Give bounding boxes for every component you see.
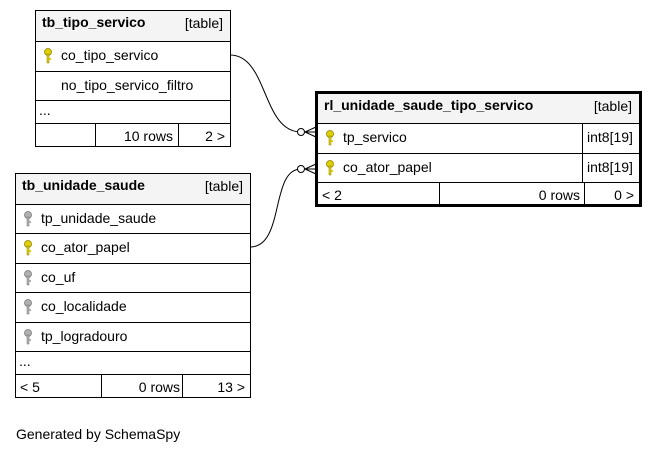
column-name: co_uf	[41, 269, 76, 285]
column-row[interactable]: tp_servico int8[19]	[318, 123, 639, 153]
primary-key-icon	[24, 240, 32, 256]
table-header: rl_unidade_saude_tipo_servico [table]	[318, 94, 639, 123]
edge-unidade-saude-crowfoot	[304, 163, 317, 175]
column-name: tp_logradouro	[41, 328, 128, 344]
table-footer: < 2 0 rows 0 >	[318, 182, 639, 204]
column-row[interactable]: co_localidade	[16, 292, 250, 322]
foreign-key-icon	[24, 270, 32, 286]
column-row[interactable]: tp_logradouro	[16, 322, 250, 351]
table-name: tb_tipo_servico	[42, 14, 146, 30]
row-count: 0 rows	[138, 379, 180, 395]
children-count[interactable]: 0 >	[614, 187, 634, 203]
column-name: tp_unidade_saude	[41, 210, 157, 226]
ellipsis-row: ...	[36, 100, 230, 123]
column-name: tp_servico	[343, 129, 407, 145]
edge-unidade-saude-circle	[297, 165, 305, 173]
edge-tipo-servico-circle	[297, 128, 305, 136]
parents-count[interactable]: < 2	[322, 187, 342, 203]
column-name: co_tipo_servico	[61, 47, 159, 63]
column-row[interactable]: co_tipo_servico	[36, 41, 230, 71]
table-tb-unidade-saude[interactable]: tb_unidade_saude [table] tp_unidade_saud…	[15, 173, 251, 398]
column-row[interactable]: co_uf	[16, 263, 250, 292]
primary-key-icon	[326, 130, 334, 146]
column-name: co_ator_papel	[343, 159, 432, 175]
ellipsis: ...	[19, 353, 31, 369]
column-row[interactable]: co_ator_papel int8[19]	[318, 153, 639, 182]
children-count[interactable]: 2 >	[205, 128, 225, 144]
table-type: [table]	[204, 178, 243, 194]
primary-key-icon	[326, 160, 334, 176]
ellipsis-row: ...	[16, 351, 250, 374]
table-footer: 10 rows 2 >	[36, 123, 230, 146]
row-count: 0 rows	[538, 187, 580, 203]
column-row[interactable]: tp_unidade_saude	[16, 204, 250, 233]
foreign-key-icon	[24, 329, 32, 345]
ellipsis: ...	[39, 102, 51, 118]
table-type: [table]	[184, 15, 223, 31]
edge-tipo-servico-crowfoot	[304, 126, 317, 138]
row-count: 10 rows	[123, 128, 173, 144]
table-tb-tipo-servico[interactable]: tb_tipo_servico [table] co_tipo_servico …	[35, 10, 231, 147]
foreign-key-icon	[24, 299, 32, 315]
edge-tipo-servico	[229, 54, 302, 133]
column-datatype: int8[19]	[582, 154, 639, 182]
table-name: tb_unidade_saude	[22, 177, 145, 193]
table-header: tb_unidade_saude [table]	[16, 174, 250, 204]
column-name: no_tipo_servico_filtro	[61, 77, 194, 93]
generator-credit: Generated by SchemaSpy	[16, 426, 181, 442]
children-count[interactable]: 13 >	[217, 379, 245, 395]
table-name: rl_unidade_saude_tipo_servico	[324, 97, 534, 113]
foreign-key-icon	[24, 211, 32, 227]
column-row[interactable]: co_ator_papel	[16, 233, 250, 263]
parents-count[interactable]: < 5	[20, 379, 40, 395]
table-header: tb_tipo_servico [table]	[36, 11, 230, 41]
table-rl-unidade-saude-tipo-servico[interactable]: rl_unidade_saude_tipo_servico [table] tp…	[315, 91, 642, 207]
column-row[interactable]: no_tipo_servico_filtro	[36, 71, 230, 100]
primary-key-icon	[44, 48, 52, 64]
column-name: co_localidade	[41, 298, 127, 314]
table-footer: < 5 0 rows 13 >	[16, 374, 250, 397]
column-datatype: int8[19]	[582, 124, 639, 153]
edge-unidade-saude	[249, 168, 302, 248]
column-name: co_ator_papel	[41, 239, 130, 255]
table-type: [table]	[593, 98, 632, 114]
